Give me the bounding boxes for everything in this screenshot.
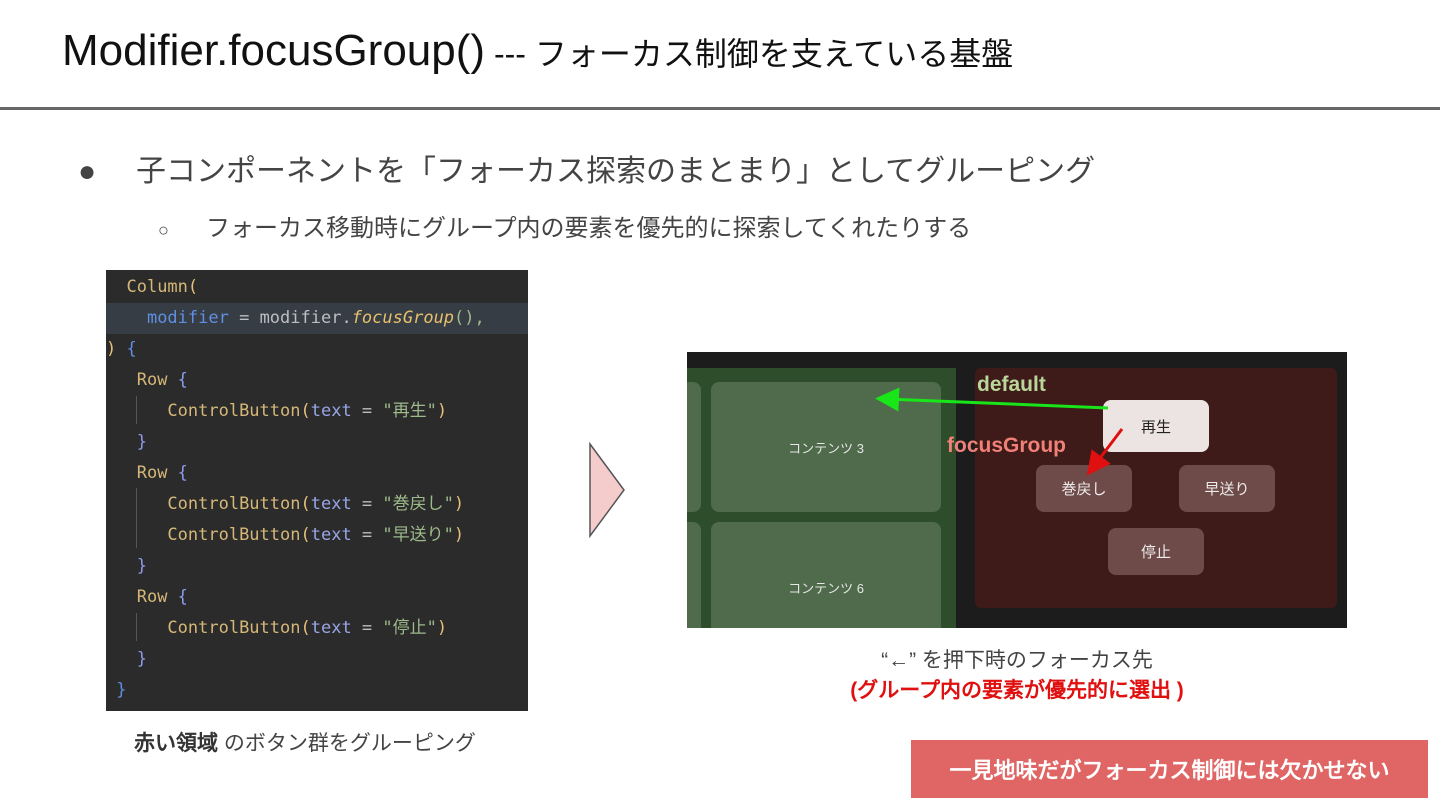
app-screenshot: コンテンツ 3 コンテンツ 6 再生 巻戻し 早送り 停止 default fo… [687, 352, 1347, 628]
code-line: Row { [136, 463, 188, 483]
focus-arrows [875, 387, 1124, 476]
summary-callout: 一見地味だがフォーカス制御には欠かせない [911, 740, 1428, 798]
slide-title: Modifier.focusGroup() --- フォーカス制御を支えている基… [62, 26, 1013, 76]
rewind-button[interactable]: 巻戻し [1036, 465, 1132, 512]
title-divider [0, 107, 1440, 110]
code-line: Column( [126, 277, 199, 297]
default-label: default [977, 373, 1046, 396]
code-line: } [136, 649, 147, 669]
content-tile-6[interactable]: コンテンツ 6 [711, 522, 941, 628]
content-tile-partial [687, 522, 701, 628]
default-focus-arrow [875, 387, 1109, 412]
bullet-2-text: フォーカス移動時にグループ内の要素を優先的に探索してくれたりする [206, 215, 972, 242]
code-snippet: Column( modifier = modifier.focusGroup()… [106, 270, 528, 711]
code-caption: 赤い領域 のボタン群をグルーピング [134, 727, 476, 757]
content-tile-3[interactable]: コンテンツ 3 [711, 382, 941, 512]
screenshot-caption: “←” を押下時のフォーカス先 [881, 649, 1153, 672]
caption-rest: のボタン群をグルーピング [218, 732, 476, 755]
screenshot-caption-emphasis: (グループ内の要素が優先的に選出 ) [850, 679, 1184, 702]
bullet-2: ○ フォーカス移動時にグループ内の要素を優先的に探索してくれたりする [158, 208, 971, 243]
code-line: ControlButton(text = "早送り") [167, 525, 465, 545]
bullet-1: ● 子コンポーネントを「フォーカス探索のまとまり」としてグルーピング [78, 146, 1095, 190]
group-focus-arrow [1086, 428, 1124, 476]
code-line: ControlButton(text = "再生") [167, 401, 448, 421]
right-arrow-icon [589, 442, 625, 538]
play-button[interactable]: 再生 [1103, 400, 1209, 452]
code-line: } [136, 556, 147, 576]
code-line: ) { [106, 339, 137, 359]
fast-forward-button[interactable]: 早送り [1179, 465, 1275, 512]
indent-guide [136, 488, 137, 548]
code-line: ControlButton(text = "停止") [167, 618, 448, 638]
code-line: } [136, 432, 147, 452]
code-line-highlighted: modifier = modifier.focusGroup(), [106, 303, 528, 334]
title-main: Modifier.focusGroup() [62, 26, 486, 75]
bullet-marker: ● [78, 155, 97, 188]
code-line: Row { [136, 370, 188, 390]
caption-bold: 赤い領域 [134, 732, 218, 755]
content-grid-panel: コンテンツ 3 コンテンツ 6 [687, 368, 956, 628]
focus-group-label: focusGroup [947, 434, 1066, 457]
title-sub: --- フォーカス制御を支えている基盤 [485, 36, 1014, 72]
stop-button[interactable]: 停止 [1108, 528, 1204, 575]
sub-bullet-marker: ○ [158, 220, 169, 240]
bullet-1-text: 子コンポーネントを「フォーカス探索のまとまり」としてグルーピング [136, 155, 1096, 188]
code-line: ControlButton(text = "巻戻し") [167, 494, 465, 514]
code-line: } [116, 680, 127, 700]
indent-guide [136, 613, 137, 641]
indent-guide [136, 396, 137, 424]
content-tile-partial [687, 382, 701, 512]
code-line: Row { [136, 587, 188, 607]
